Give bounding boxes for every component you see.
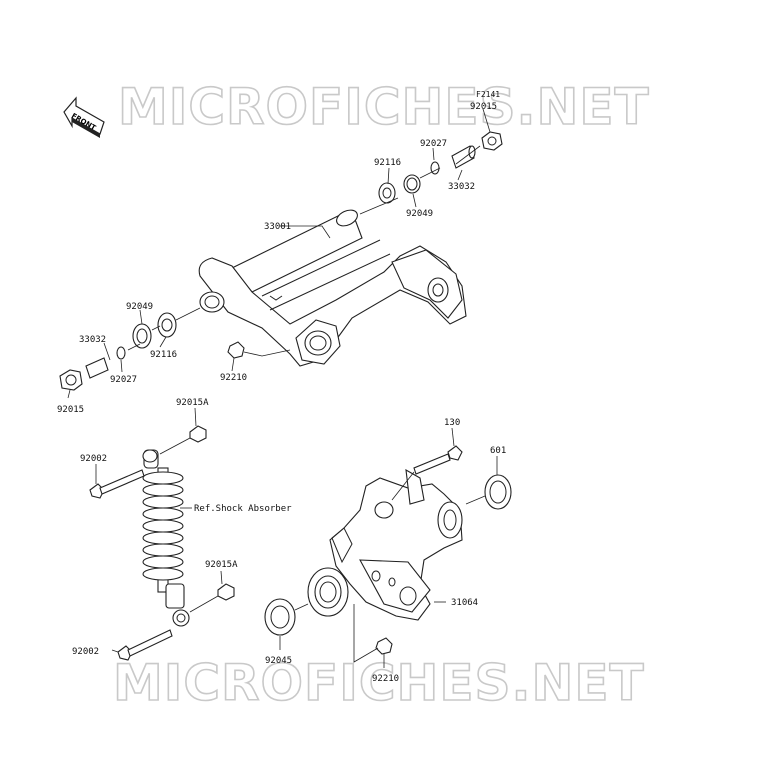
- label-92210-bottom: 92210: [372, 674, 399, 684]
- label-33032-left: 33032: [79, 335, 106, 345]
- nut-92015-left: [59, 369, 83, 391]
- label-92045: 92045: [265, 656, 292, 666]
- seal-92049-top: [403, 174, 421, 194]
- collar-92027-left: [116, 346, 126, 360]
- label-92210-top: 92210: [220, 373, 247, 383]
- label-33032-top: 33032: [448, 182, 475, 192]
- bearing-92116-left: [157, 312, 177, 338]
- label-92116-top: 92116: [374, 158, 401, 168]
- collar-92027-top: [430, 161, 440, 175]
- label-130: 130: [444, 418, 460, 428]
- watermark-bottom: MICROFICHES.NET: [113, 654, 645, 712]
- label-92049-top: 92049: [406, 209, 433, 219]
- reference-note-shock-absorber: Ref.Shock Absorber: [194, 504, 292, 514]
- bolt-130: [391, 445, 463, 501]
- label-92015-left: 92015: [57, 405, 84, 415]
- label-92002-bottom: 92002: [72, 647, 99, 657]
- swing-arm-33001: [198, 209, 467, 367]
- bearing-92045: [264, 598, 309, 636]
- label-601: 601: [490, 446, 506, 456]
- hub-housing-31064: [307, 468, 463, 621]
- shock-absorber: [142, 449, 190, 627]
- pivot-shaft-33032-left: [85, 357, 109, 379]
- label-92116-left: 92116: [150, 350, 177, 360]
- nut-92015A-top: [159, 425, 207, 455]
- label-92015-top: 92015: [470, 102, 497, 112]
- front-arrow-icon: FRONT: [63, 96, 105, 138]
- nut-92210-bottom: [353, 604, 393, 663]
- bearing-601: [465, 474, 512, 510]
- seal-92049-left: [132, 323, 152, 349]
- nut-92210-top: [227, 341, 291, 359]
- figure-code: F2141: [476, 90, 500, 99]
- bolt-92002-bottom: [117, 629, 173, 661]
- label-92015A-mid: 92015A: [205, 560, 238, 570]
- label-92002-top: 92002: [80, 454, 107, 464]
- label-33001: 33001: [264, 222, 291, 232]
- label-92027-left: 92027: [110, 375, 137, 385]
- label-92015A-top: 92015A: [176, 398, 209, 408]
- pivot-shaft-33032-top: [451, 145, 476, 169]
- nut-92015A-mid: [189, 583, 235, 613]
- bolt-92002-top: [89, 469, 145, 499]
- label-92027-top: 92027: [420, 139, 447, 149]
- label-92049-left: 92049: [126, 302, 153, 312]
- watermark-top: MICROFICHES.NET: [118, 78, 650, 136]
- nut-92015-top: [481, 131, 503, 151]
- label-31064: 31064: [451, 598, 478, 608]
